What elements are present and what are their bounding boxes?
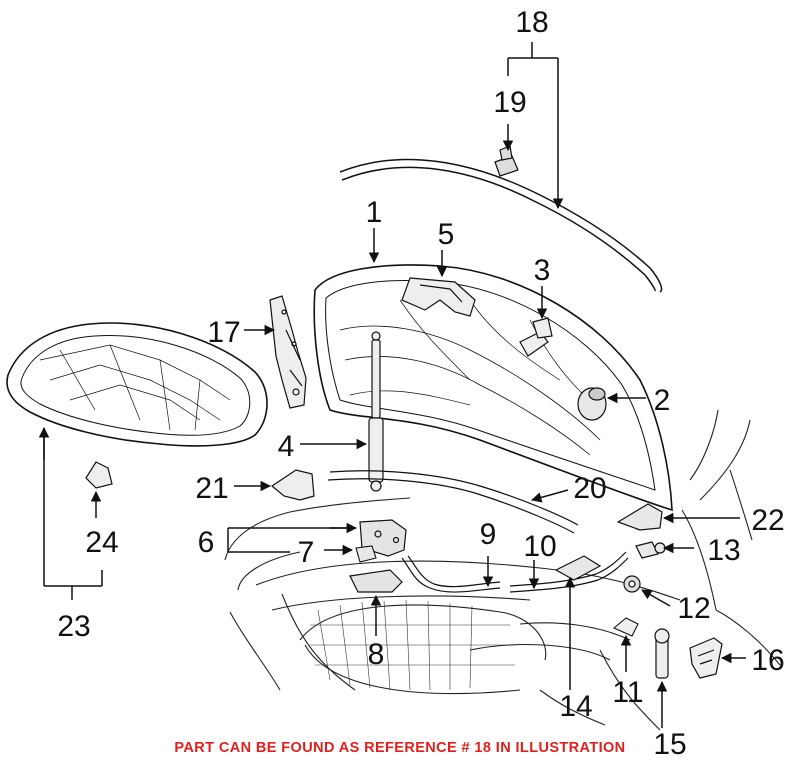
hood-bumper [519, 317, 553, 357]
release-handle [554, 555, 602, 581]
ref-12: 12 [677, 592, 710, 625]
ref-24: 24 [85, 526, 118, 559]
hood-panel [313, 264, 673, 512]
ref-19: 19 [493, 86, 526, 119]
release-cable-front [401, 555, 501, 593]
ref-18: 18 [515, 6, 548, 39]
ref-6: 6 [198, 526, 215, 559]
grille-mesh [310, 599, 515, 691]
reference-labels: 18 19 1 5 3 2 17 4 21 20 22 6 7 9 10 13 … [57, 6, 784, 761]
hood-insulation [6, 322, 268, 447]
reference-caption: PART CAN BE FOUND AS REFERENCE # 18 IN I… [174, 740, 626, 756]
ref-4: 4 [278, 430, 295, 463]
latch-bracket [270, 469, 315, 501]
hood-seal [339, 158, 663, 293]
hood-latch-bracket [401, 277, 476, 317]
release-cable [327, 470, 579, 534]
ref-3: 3 [534, 254, 551, 287]
grommet [623, 575, 641, 593]
ref-8: 8 [368, 638, 385, 671]
trim-cover [689, 637, 723, 679]
ref-2: 2 [654, 384, 671, 417]
ref-1: 1 [366, 196, 383, 229]
ref-11: 11 [612, 676, 643, 709]
ref-5: 5 [438, 218, 455, 251]
car-front-outline [224, 409, 781, 731]
ref-20: 20 [573, 472, 606, 505]
ref-14: 14 [559, 690, 592, 723]
ref-21: 21 [195, 472, 228, 505]
ref-23: 23 [57, 610, 90, 643]
ref-9: 9 [480, 518, 497, 551]
hood-hinge [269, 295, 307, 409]
ref-22: 22 [751, 504, 784, 537]
mounting-bolt [635, 541, 666, 559]
ref-10: 10 [523, 530, 556, 563]
hood-stopper [577, 387, 607, 421]
gas-strut [368, 331, 384, 492]
latch-switch [355, 545, 377, 563]
seal-clip [494, 145, 519, 177]
strut-bracket [616, 503, 663, 531]
ref-16: 16 [751, 644, 784, 677]
ref-15: 15 [653, 728, 686, 761]
prop-rod [654, 628, 670, 679]
ref-17: 17 [207, 316, 240, 349]
insulation-clip [85, 461, 113, 489]
leader-lines [38, 42, 746, 728]
lock-support [349, 569, 403, 593]
ref-7: 7 [298, 536, 315, 569]
ref-13: 13 [707, 534, 740, 567]
cable-clip [612, 617, 639, 637]
